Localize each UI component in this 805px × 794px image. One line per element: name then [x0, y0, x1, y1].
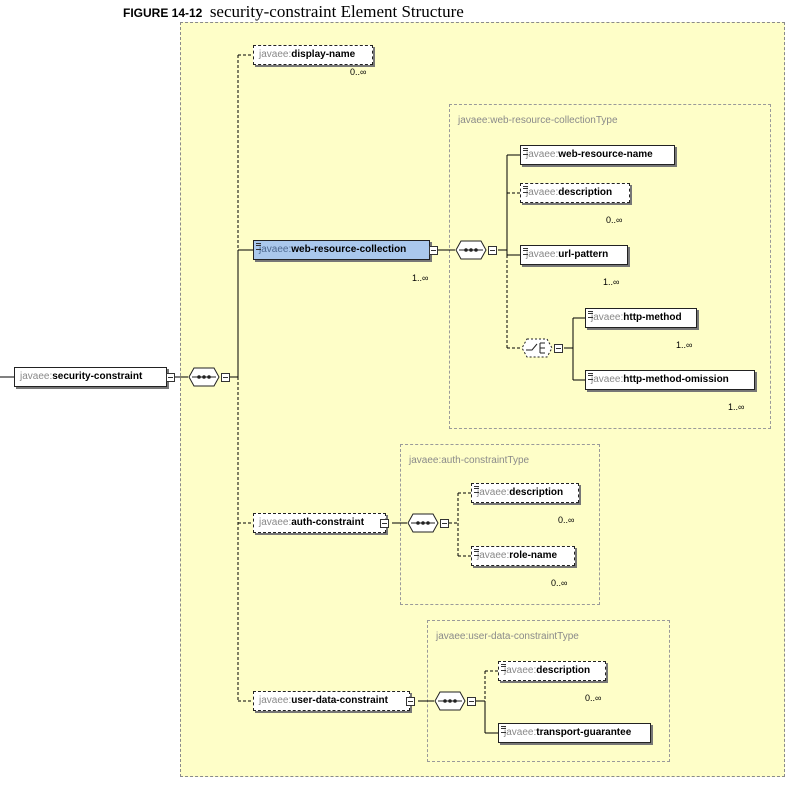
web-resource-collection-element[interactable]: javaee:web-resource-collection: [253, 240, 430, 260]
role-name-element[interactable]: javaee:role-name: [471, 546, 575, 566]
figure-title: security-constraint Element Structure: [209, 2, 464, 21]
display-name-element[interactable]: javaee:display-name: [253, 45, 373, 65]
figure-caption: FIGURE 14-12 security-constraint Element…: [123, 2, 464, 22]
http-method-omission-element[interactable]: javaee:http-method-omission: [585, 370, 755, 390]
security-constraint-type-panel: [180, 22, 785, 777]
wrc-description-cardinality: 0..∞: [606, 215, 623, 225]
url-pattern-cardinality: 1..∞: [603, 277, 620, 287]
auth-constraint-collapse-toggle[interactable]: [380, 519, 389, 528]
display-name-cardinality: 0..∞: [350, 67, 367, 77]
user-data-constraint-element[interactable]: javaee:user-data-constraint: [253, 691, 410, 711]
web-resource-collection-type-title: javaee:web-resource-collectionType: [458, 115, 618, 126]
user-data-constraint-sequence-toggle[interactable]: [467, 697, 476, 706]
udc-description-cardinality: 0..∞: [585, 693, 602, 703]
web-resource-collection-collapse-toggle[interactable]: [429, 246, 438, 255]
transport-guarantee-element[interactable]: javaee:transport-guarantee: [498, 723, 651, 743]
http-method-cardinality: 1..∞: [676, 340, 693, 350]
http-method-omission-cardinality: 1..∞: [728, 402, 745, 412]
user-data-constraint-collapse-toggle[interactable]: [406, 697, 415, 706]
web-resource-collection-type-panel: javaee:web-resource-collectionType: [449, 104, 771, 429]
web-resource-collection-sequence-toggle[interactable]: [488, 246, 497, 255]
user-data-constraint-type-title: javaee:user-data-constraintType: [436, 631, 579, 642]
auth-description-cardinality: 0..∞: [558, 515, 575, 525]
web-resource-collection-cardinality: 1..∞: [412, 273, 429, 283]
web-resource-name-element[interactable]: javaee:web-resource-name: [520, 145, 675, 165]
choice-compositor-icon: [521, 338, 553, 358]
role-name-cardinality: 0..∞: [551, 578, 568, 588]
udc-description-element[interactable]: javaee:description: [498, 661, 606, 681]
figure-number: FIGURE 14-12: [123, 6, 203, 20]
auth-constraint-type-panel: javaee:auth-constraintType: [400, 444, 600, 605]
user-data-constraint-type-panel: javaee:user-data-constraintType: [427, 620, 670, 762]
http-method-element[interactable]: javaee:http-method: [585, 308, 697, 328]
auth-constraint-element[interactable]: javaee:auth-constraint: [253, 513, 386, 533]
auth-constraint-sequence-toggle[interactable]: [440, 519, 449, 528]
auth-constraint-sequence-icon: [407, 513, 439, 533]
choice-collapse-toggle[interactable]: [554, 344, 563, 353]
web-resource-collection-sequence-icon: [455, 240, 487, 260]
sequence-compositor-icon: [188, 367, 220, 387]
security-constraint-element[interactable]: javaee:security-constraint: [14, 367, 167, 387]
url-pattern-element[interactable]: javaee:url-pattern: [520, 245, 628, 265]
wrc-description-element[interactable]: javaee:description: [520, 183, 630, 203]
auth-description-element[interactable]: javaee:description: [471, 483, 579, 503]
security-constraint-collapse-toggle[interactable]: [166, 373, 175, 382]
sequence-collapse-toggle[interactable]: [221, 373, 230, 382]
user-data-constraint-sequence-icon: [434, 691, 466, 711]
auth-constraint-type-title: javaee:auth-constraintType: [409, 455, 530, 466]
